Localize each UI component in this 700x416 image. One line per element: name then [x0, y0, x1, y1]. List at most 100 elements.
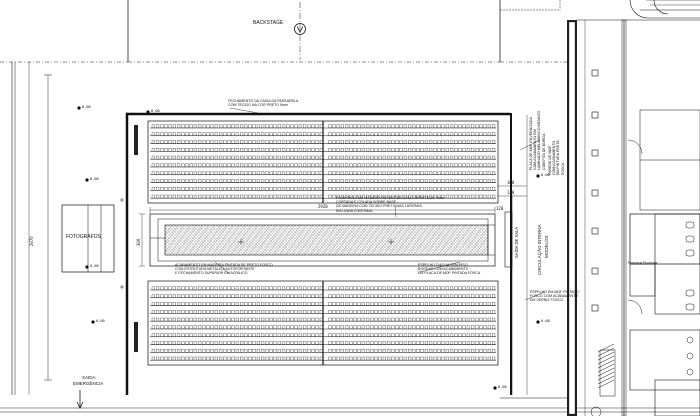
- seat: [248, 286, 252, 290]
- seat: [374, 171, 378, 175]
- seat: [311, 132, 315, 136]
- seat: [450, 294, 454, 298]
- seat: [248, 317, 252, 322]
- note-runway-top: PASSARELA EM MADEIRA REVESTIDA COM CARPE…: [336, 196, 444, 213]
- seat: [202, 341, 206, 345]
- seat: [223, 302, 227, 306]
- seat: [181, 294, 185, 298]
- seat: [307, 171, 311, 175]
- seat: [223, 333, 227, 337]
- seat: [231, 294, 235, 298]
- seat: [483, 163, 487, 167]
- seat: [181, 124, 185, 128]
- seat: [450, 179, 454, 183]
- seat: [198, 310, 202, 314]
- seat: [269, 325, 273, 329]
- seat: [261, 187, 265, 191]
- seat: [437, 310, 441, 314]
- seat: [475, 194, 479, 199]
- seat: [378, 333, 382, 337]
- seat: [483, 194, 487, 199]
- seat: [315, 317, 319, 322]
- seat: [408, 310, 412, 314]
- seat: [412, 341, 416, 345]
- seat: [193, 302, 197, 306]
- seat: [378, 310, 382, 314]
- seat: [361, 194, 365, 199]
- seat: [424, 132, 428, 136]
- seat: [416, 302, 420, 306]
- seat: [219, 302, 223, 306]
- seat: [319, 163, 323, 167]
- seat: [382, 310, 386, 314]
- seat: [349, 124, 353, 128]
- seat: [378, 194, 382, 199]
- seat: [349, 171, 353, 175]
- seat: [189, 187, 193, 191]
- seat: [445, 148, 449, 152]
- seat: [441, 356, 445, 361]
- seat: [277, 140, 281, 144]
- seat: [466, 132, 470, 136]
- seat: [286, 317, 290, 322]
- column-square: [591, 267, 599, 275]
- seat: [492, 341, 496, 345]
- seat: [416, 317, 420, 322]
- seat: [353, 341, 357, 345]
- seat: [206, 302, 210, 306]
- seat: [466, 140, 470, 144]
- seat: [151, 302, 155, 306]
- seat: [340, 163, 344, 167]
- seat: [399, 349, 403, 353]
- runway: [149, 213, 496, 267]
- seat: [366, 124, 370, 128]
- seat: [256, 187, 260, 191]
- seat: [261, 325, 265, 329]
- seat: [366, 140, 370, 144]
- seat: [319, 302, 323, 306]
- seat: [151, 148, 155, 152]
- seat: [336, 341, 340, 345]
- seat: [319, 356, 323, 361]
- seat: [273, 155, 277, 160]
- seat: [193, 286, 197, 290]
- seat: [433, 187, 437, 191]
- seat: [462, 310, 466, 314]
- seat: [181, 187, 185, 191]
- seat: [311, 349, 315, 353]
- seat: [168, 310, 172, 314]
- seat: [336, 294, 340, 298]
- seat: [198, 171, 202, 175]
- column-square: [591, 227, 599, 235]
- seat: [483, 325, 487, 329]
- seat: [366, 341, 370, 345]
- stairs: [597, 343, 615, 389]
- seat: [210, 356, 214, 361]
- seat: [403, 317, 407, 322]
- seat: [156, 179, 160, 183]
- seat: [261, 171, 265, 175]
- seat: [399, 294, 403, 298]
- seat: [303, 194, 307, 199]
- seat: [387, 302, 391, 306]
- seat: [181, 356, 185, 361]
- column-square: [591, 111, 599, 119]
- seat: [290, 325, 294, 329]
- seat: [315, 179, 319, 183]
- seat: [315, 310, 319, 314]
- seat: [269, 333, 273, 337]
- seat: [269, 171, 273, 175]
- seat: [294, 333, 298, 337]
- seat: [340, 349, 344, 353]
- seat: [340, 148, 344, 152]
- seat: [416, 310, 420, 314]
- seat: [340, 333, 344, 337]
- seat: [307, 333, 311, 337]
- seat: [198, 294, 202, 298]
- seat: [160, 333, 164, 337]
- seat: [412, 349, 416, 353]
- seat: [420, 171, 424, 175]
- seat: [471, 286, 475, 290]
- seat: [462, 325, 466, 329]
- seat: [298, 286, 302, 290]
